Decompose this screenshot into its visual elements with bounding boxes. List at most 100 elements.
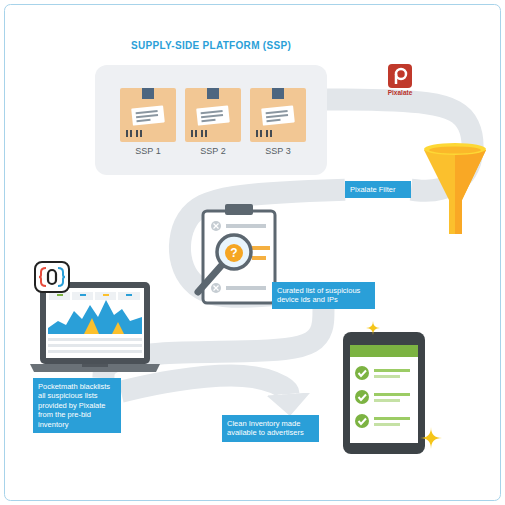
logo-brace [58,268,65,286]
box-tag [261,105,295,125]
box-symbol [270,130,272,137]
area-chart-peak [84,318,99,334]
list-line [374,369,410,372]
logo-icon [388,64,412,88]
panel-heading: SUPPLY-SIDE PLATFORM (SSP) [95,40,327,51]
tag-line [136,114,158,118]
box-symbol [260,130,262,137]
table-row [48,338,142,341]
box-symbol [191,130,193,137]
ssp-box: SSP 3 [248,88,308,156]
check-badge [355,366,369,380]
ssp-name: SSP 2 [183,146,243,156]
ssp-box: SSP 2 [183,88,243,156]
clipboard-clip [225,204,253,215]
funnel-mouth [429,147,481,154]
cross-mark [214,286,219,291]
logo-mark [396,69,406,79]
tablet-header [350,345,418,357]
list-line [374,423,400,426]
box-symbol [126,130,128,137]
ssp-box: SSP 1 [118,88,178,156]
logo-ring [48,270,56,284]
box-symbol [195,130,197,137]
question-mark: ? [226,246,242,260]
step-label: Curated list of suspicious device ids an… [272,282,375,309]
cardboard-box [250,88,306,142]
check-badge [355,390,369,404]
tag-line [266,114,288,118]
cardboard-box [120,88,176,142]
tablet-screen [350,345,418,443]
check-mark [359,395,367,401]
step-label: Pocketmath blacklists all suspicious lis… [33,378,121,433]
area-chart [48,300,142,334]
box-symbol [130,130,132,137]
box-tape [207,88,219,99]
check-badge [355,414,369,428]
tablet-body [343,332,425,454]
step-text: Curated list of suspicious device ids an… [277,286,370,305]
list-line [252,246,270,250]
box-symbol [136,130,138,137]
step-text: Pixalate Filter [350,185,406,194]
list-line [374,399,400,402]
magnifier-handle [198,266,221,292]
dashboard-mark [126,294,132,296]
list-line [374,393,410,396]
box-symbol [201,130,203,137]
list-line [226,224,266,228]
table-row [48,344,142,347]
tag-line [136,119,150,122]
platform-panel: SUPPLY-SIDE PLATFORM (SSP) SSP 1 SSP 2 SSP … [95,35,327,175]
dashboard-tile [118,292,140,300]
list-line [226,286,266,290]
outer-frame [5,5,501,501]
check-mark [359,371,367,377]
flow-band [121,376,288,394]
box-symbol [256,130,258,137]
list-line [374,417,410,420]
box-symbol [140,130,142,137]
sparkle [366,321,380,335]
list-line [374,375,400,378]
check-mark [359,419,367,425]
box-tape [142,88,154,99]
magnifier-lens [217,235,251,269]
table-row [48,350,142,353]
question-badge [225,244,243,262]
cross-mark [211,221,221,231]
logo-wordmark: Pixalate [380,89,420,96]
step-label: Pixalate Filter [345,181,411,198]
box-tape [272,88,284,99]
laptop-notch [82,364,108,367]
logo-mark [395,74,398,84]
area-chart-peak [112,322,124,334]
tag-line [201,119,215,122]
tag-line [266,119,280,122]
dashboard-tile [49,292,70,300]
cross-mark [211,283,221,293]
dashboard-tile [95,292,116,300]
laptop-bezel [40,282,150,364]
funnel-rim [424,143,486,155]
box-symbol [266,130,268,137]
ssp-name: SSP 1 [118,146,178,156]
clipboard [203,211,275,303]
box-tag [196,105,230,125]
ssp-name: SSP 3 [248,146,308,156]
box-symbol [205,130,207,137]
dashboard-mark [103,294,109,296]
step-text: Clean Inventory made available to advert… [227,419,314,438]
step-label: Clean Inventory made available to advert… [222,415,319,442]
dashboard-tile [72,292,93,300]
dashboard-mark [57,294,63,296]
logo-brace [39,268,46,286]
step-text: Pocketmath blacklists all suspicious lis… [38,382,116,429]
tag-line [201,114,223,118]
sparkle [420,427,442,449]
box-tag [131,105,165,125]
laptop-base [30,364,160,372]
funnel-shade [455,150,486,234]
funnel [424,150,486,234]
